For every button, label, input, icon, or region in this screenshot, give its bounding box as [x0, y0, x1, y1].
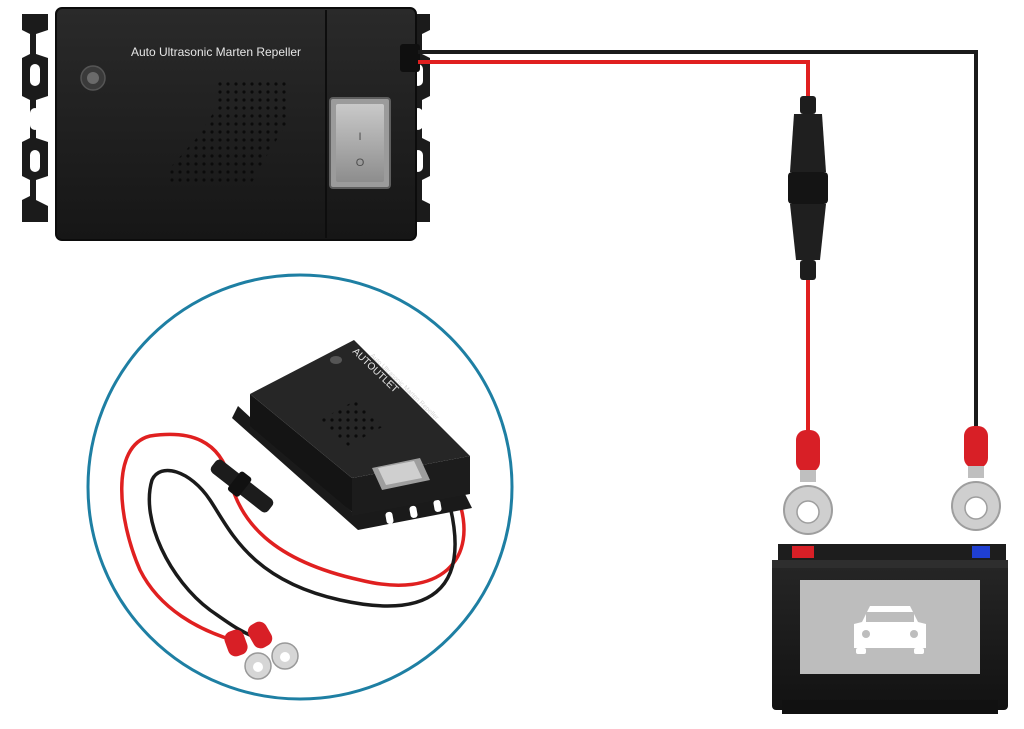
speaker-grill — [168, 82, 290, 186]
inset-ring-terminal-black — [247, 621, 299, 670]
inset-fuse-holder — [210, 459, 274, 513]
battery-terminal-negative — [972, 546, 990, 558]
cable-outlet — [400, 44, 420, 72]
mount-slot — [30, 150, 40, 172]
negative-wire — [418, 50, 978, 430]
car-battery — [772, 544, 1008, 714]
repeller-device: Auto Ultrasonic Marten Repeller I O — [22, 7, 430, 241]
mount-slot — [30, 64, 40, 86]
fuse-holder — [788, 96, 828, 280]
wiring — [418, 50, 1001, 535]
ring-terminal-negative — [951, 426, 1001, 531]
power-switch[interactable]: I O — [329, 97, 391, 189]
ring-terminal-positive — [783, 430, 833, 535]
inset-ring-terminal-red — [224, 629, 272, 680]
inset-black-wire — [147, 468, 457, 642]
device-label: Auto Ultrasonic Marten Repeller — [131, 45, 301, 59]
switch-off-symbol: O — [356, 157, 365, 169]
inset-ring — [86, 273, 514, 701]
inset-red-wire — [120, 432, 466, 642]
led-light — [87, 72, 99, 84]
switch-on-symbol: I — [358, 131, 361, 143]
positive-wire — [418, 60, 810, 100]
inset-product-view: AUTOUTLET Auto Ultrasonic Marten Repelle… — [86, 273, 514, 701]
mount-slot — [30, 108, 40, 130]
battery-terminal-positive — [792, 546, 814, 558]
car-icon — [854, 606, 926, 654]
